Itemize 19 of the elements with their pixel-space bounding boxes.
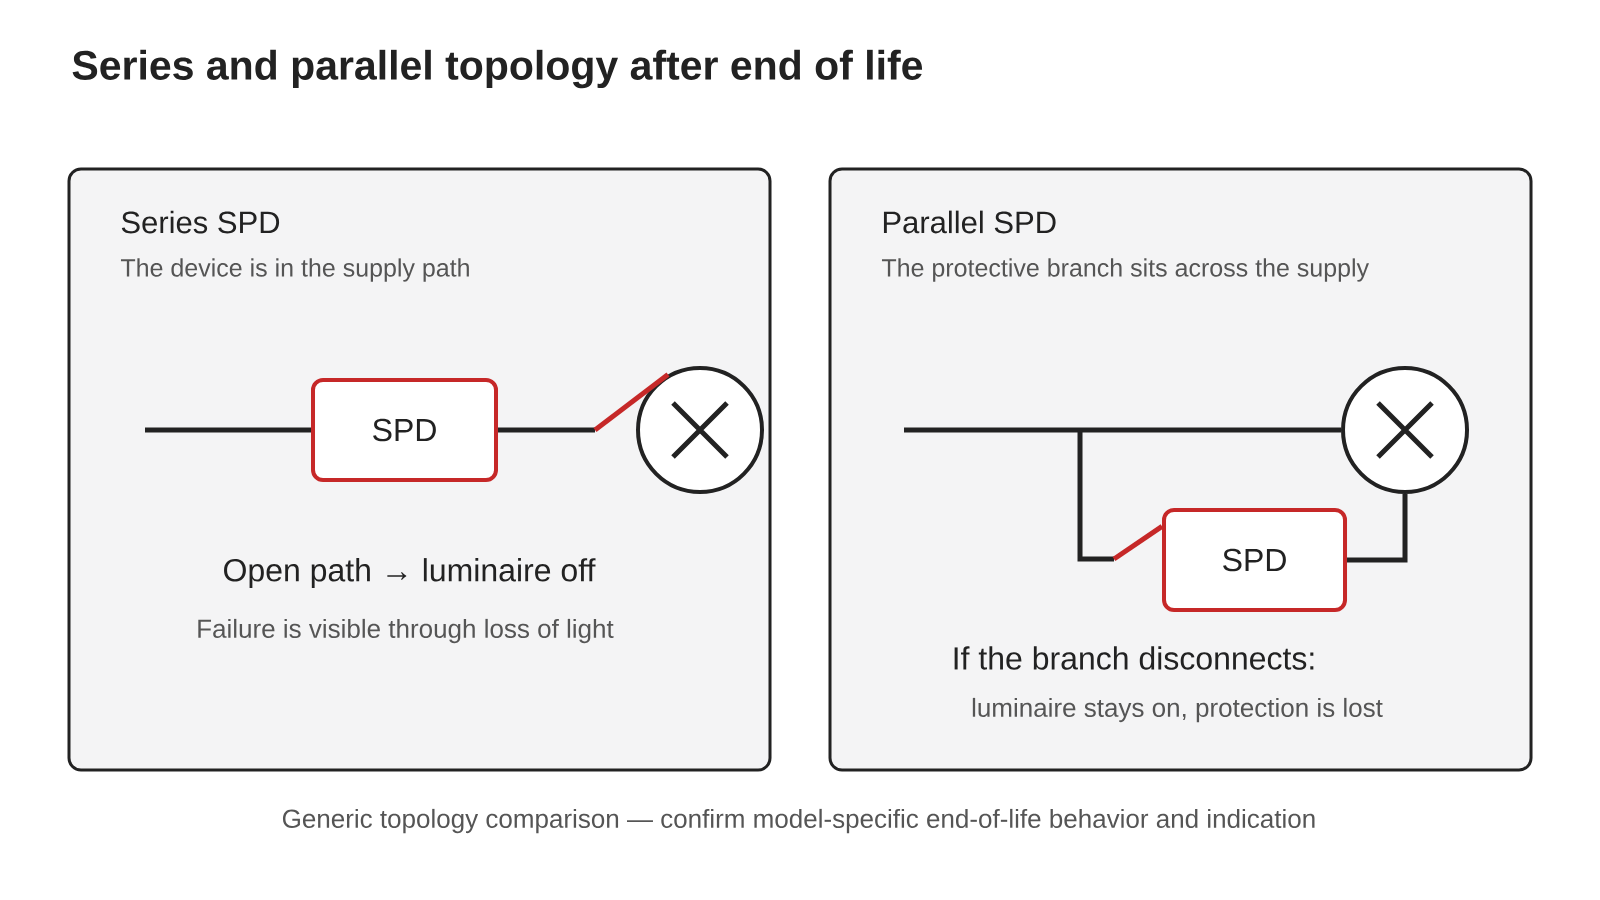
wire [1347, 494, 1408, 563]
wire-with-open-switch [1077, 430, 1164, 562]
status-text: Open path → luminaire off [224, 558, 596, 588]
caption: Generic topology comparison — confirm model-specific end-of-life behavior and indication [282, 808, 1315, 834]
status-text: If the branch disconnects: [954, 646, 1314, 670]
note-text: luminaire stays on, protection is lost [972, 697, 1383, 723]
spd-box: SPD [1162, 508, 1347, 612]
lamp-symbol [1341, 366, 1469, 494]
panel-subtitle: The protective branch sits across the supply [882, 258, 1369, 282]
wire-with-open-switch [498, 372, 670, 433]
wire [904, 427, 1341, 433]
note-text: Failure is visible through loss of light [198, 618, 614, 644]
title: Series and parallel topology after end of life [72, 49, 923, 89]
panel-heading: Series SPD [121, 210, 280, 234]
panel-heading: Parallel SPD [883, 210, 1056, 234]
panel-subtitle: The device is in the supply path [120, 258, 469, 282]
spd-box: SPD [311, 378, 498, 482]
wire [145, 427, 311, 433]
lamp-symbol [636, 366, 764, 494]
